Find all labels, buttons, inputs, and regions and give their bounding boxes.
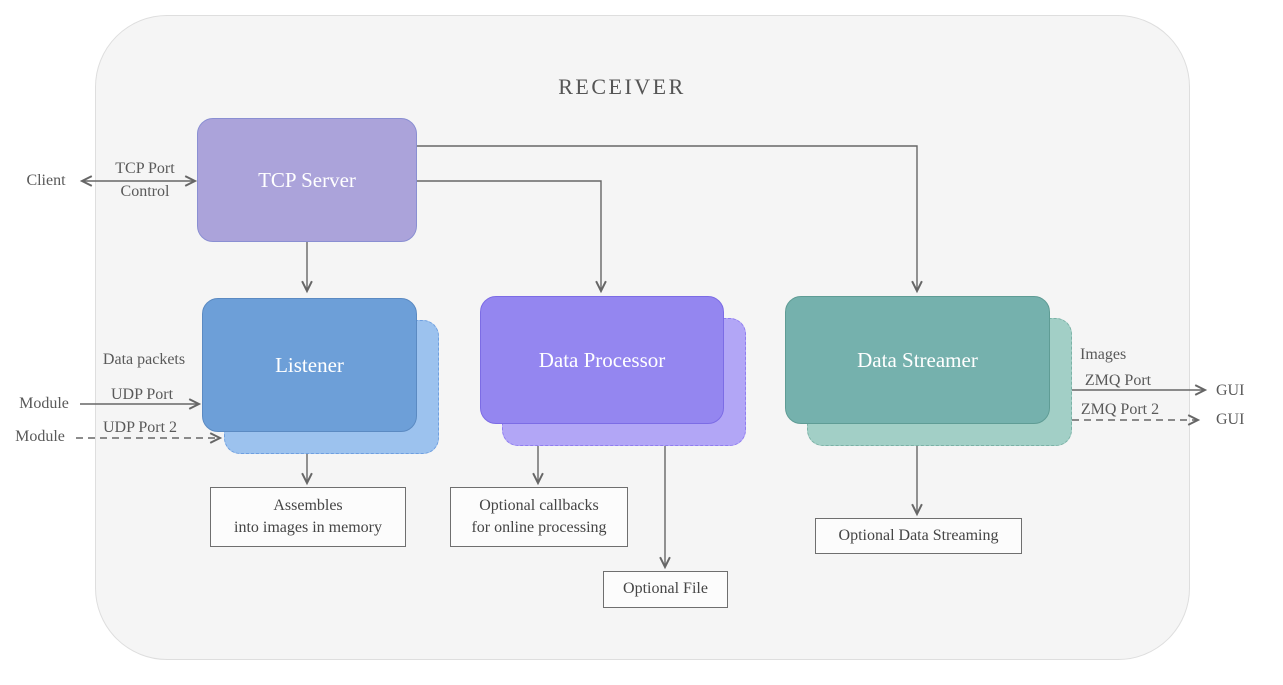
node-data-streamer-label: Data Streamer <box>857 347 978 372</box>
label-module-udp1: Module <box>19 395 69 412</box>
note-line: Assembles <box>273 496 343 514</box>
node-listener: Listener <box>202 298 417 432</box>
label-tcp-port: TCP Port <box>115 160 175 177</box>
label-data-packets: Data packets <box>102 351 186 368</box>
node-tcp-server: TCP Server <box>197 118 417 242</box>
edge-tcpserver-dataprocessor <box>417 180 607 294</box>
label-gui-zmq2: GUI <box>1216 411 1245 428</box>
edge-tcpserver-datastreamer <box>417 145 923 294</box>
note-line: Optional Data Streaming <box>838 526 999 544</box>
note-optional-file: Optional File <box>603 571 728 608</box>
note-line: Optional callbacks <box>479 496 599 514</box>
note-assembles-into-images: Assembles into images in memory <box>210 487 406 547</box>
label-control: Control <box>120 183 170 200</box>
note-line: into images in memory <box>234 519 382 536</box>
note-line: Optional File <box>623 580 708 598</box>
label-zmq-port: ZMQ Port <box>1084 372 1152 389</box>
label-gui-zmq1: GUI <box>1216 382 1245 399</box>
note-optional-data-streaming: Optional Data Streaming <box>815 518 1022 554</box>
node-data-processor-label: Data Processor <box>538 347 666 372</box>
label-zmq-port-2: ZMQ Port 2 <box>1080 401 1160 418</box>
note-optional-callbacks: Optional callbacks for online processing <box>450 487 628 547</box>
label-udp-port: UDP Port <box>110 386 174 403</box>
node-data-processor: Data Processor <box>480 296 724 424</box>
label-module-udp2: Module <box>15 428 65 445</box>
note-line: for online processing <box>471 519 607 536</box>
label-images: Images <box>1080 346 1127 363</box>
node-tcp-server-label: TCP Server <box>258 167 356 192</box>
diagram-title: RECEIVER <box>558 74 686 99</box>
node-listener-label: Listener <box>275 352 344 377</box>
label-udp-port-2: UDP Port 2 <box>102 419 178 436</box>
node-data-streamer: Data Streamer <box>785 296 1050 424</box>
label-client: Client <box>26 172 66 189</box>
